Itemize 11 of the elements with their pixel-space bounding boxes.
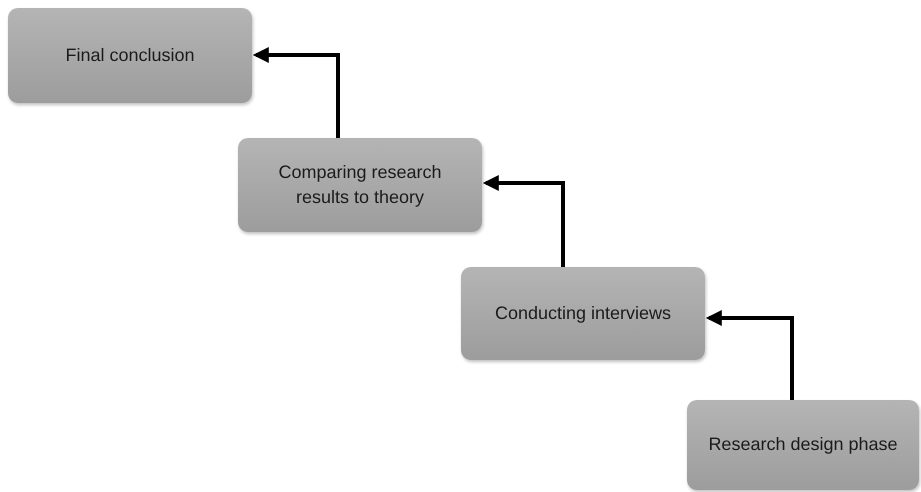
elbow-arrow bbox=[706, 310, 794, 400]
process-box bbox=[687, 400, 919, 490]
box-label: Comparing research results to theory bbox=[277, 160, 443, 209]
box-label: Research design phase bbox=[708, 433, 898, 456]
box-label: Final conclusion bbox=[65, 44, 195, 67]
elbow-arrow bbox=[482, 175, 565, 267]
process-box bbox=[8, 8, 252, 103]
box-label: Conducting interviews bbox=[494, 302, 672, 325]
process-box bbox=[461, 267, 705, 360]
elbow-arrow bbox=[252, 47, 340, 138]
process-box bbox=[238, 138, 482, 232]
